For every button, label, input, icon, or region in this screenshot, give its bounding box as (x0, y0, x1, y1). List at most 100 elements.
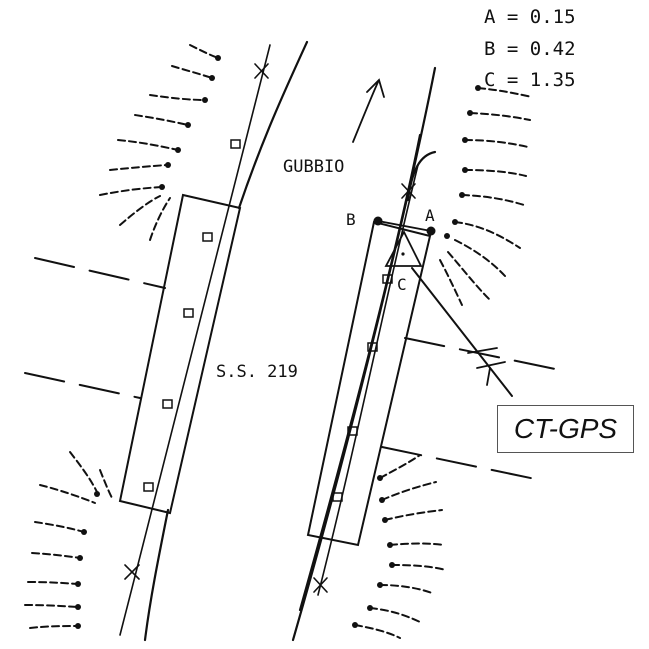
dash-stroke (99, 469, 113, 499)
tree-dot (75, 623, 81, 629)
square-marker-icon (347, 426, 358, 436)
left-strip-rect (118, 193, 242, 515)
point-a-label: A (425, 206, 435, 225)
tree-dot (367, 605, 373, 611)
right-road-edge-outer (291, 66, 437, 642)
tree-dot (75, 604, 81, 610)
param-b-label: B (484, 38, 495, 60)
tree-dot (94, 491, 100, 497)
cross-icon (124, 564, 140, 580)
dash-stroke (379, 454, 421, 479)
dash-stroke (134, 114, 189, 126)
vegetation-bottom-left (24, 451, 113, 629)
tree-dot (475, 85, 481, 91)
vegetation-bottom-right-dots (352, 475, 395, 628)
tree-dot (209, 75, 215, 81)
tree-dot (77, 555, 83, 561)
point-b-label: B (346, 210, 356, 229)
param-a-value: 0.15 (530, 6, 576, 28)
dash-stroke (189, 44, 219, 59)
dash-stroke (29, 625, 79, 629)
tree-dot (159, 184, 165, 190)
param-b-value: 0.42 (530, 38, 576, 60)
point-c-label: C (397, 275, 407, 294)
square-marker-icon (143, 482, 154, 492)
vegetation-top-left (99, 44, 219, 241)
param-a-label: A (484, 6, 496, 28)
square-marker-icon (183, 308, 194, 318)
square-marker-icon (367, 342, 378, 352)
leader-tick (467, 347, 498, 354)
left-road-edge-lower (143, 508, 170, 642)
tree-dot (389, 562, 395, 568)
param-row-c: C = 1.35 (484, 69, 576, 91)
dashed-line (34, 257, 166, 289)
square-marker-icon (162, 399, 173, 409)
tree-dot (202, 97, 208, 103)
left-cross-markers (124, 63, 269, 580)
tree-dot (462, 137, 468, 143)
square-marker-icon (202, 232, 213, 242)
dash-stroke (99, 186, 163, 196)
vegetation-top-right (439, 87, 533, 306)
dash-stroke (381, 481, 437, 501)
ct-gps-label-box: CT-GPS (497, 405, 634, 453)
tree-dot (379, 497, 385, 503)
dash-stroke (34, 521, 85, 533)
tree-dot (462, 167, 468, 173)
dash-stroke (464, 139, 529, 148)
leader-tick (486, 367, 491, 386)
tree-dot (81, 529, 87, 535)
vegetation-top-right-dots (444, 85, 481, 239)
point-b-dot (373, 216, 383, 226)
dash-stroke (39, 484, 96, 504)
tree-dot (387, 542, 393, 548)
right-cross-markers (313, 183, 416, 593)
dashed-line (24, 372, 141, 399)
dash-stroke (469, 112, 531, 121)
square-marker-icon (332, 492, 343, 502)
dashed-line (404, 337, 561, 371)
left-road-edge-upper (237, 40, 309, 210)
leader-tick (476, 361, 506, 369)
road-label: S.S. 219 (216, 362, 298, 382)
cross-icon (254, 63, 269, 79)
parameter-legend: A = 0.15 B = 0.42 C = 1.35 (484, 6, 576, 91)
square-marker-icon (230, 139, 241, 149)
tree-dot (377, 475, 383, 481)
leader-line (411, 267, 513, 397)
point-a-dot (426, 226, 436, 236)
tree-dot (444, 233, 450, 239)
param-row-b: B = 0.42 (484, 38, 576, 60)
tree-dot (75, 581, 81, 587)
ct-gps-label: CT-GPS (513, 413, 618, 444)
vegetation-bottom-left-dots (75, 491, 100, 629)
gubbio-label: GUBBIO (283, 157, 344, 177)
tree-dot (165, 162, 171, 168)
dash-stroke (384, 509, 443, 521)
gps-triangle-marker (384, 230, 423, 267)
dash-stroke (379, 584, 433, 594)
cross-icon (313, 577, 328, 593)
dash-stroke (354, 624, 401, 639)
dash-stroke (454, 221, 521, 249)
cross-icon (401, 183, 416, 199)
dash-stroke (461, 194, 525, 206)
baseline-segment (377, 220, 432, 232)
dash-stroke (369, 607, 421, 623)
dash-stroke (117, 139, 179, 151)
tree-dot (382, 517, 388, 523)
dash-stroke (477, 87, 533, 98)
dash-stroke (31, 552, 81, 559)
dash-stroke (439, 259, 463, 306)
dash-stroke (149, 197, 171, 241)
dash-stroke (24, 604, 79, 608)
gubbio-direction-arrow (352, 78, 385, 143)
tree-dot (377, 582, 383, 588)
gps-leader (411, 267, 513, 397)
dash-stroke (447, 251, 491, 301)
triangle-icon (384, 230, 423, 267)
dash-stroke (464, 169, 527, 177)
